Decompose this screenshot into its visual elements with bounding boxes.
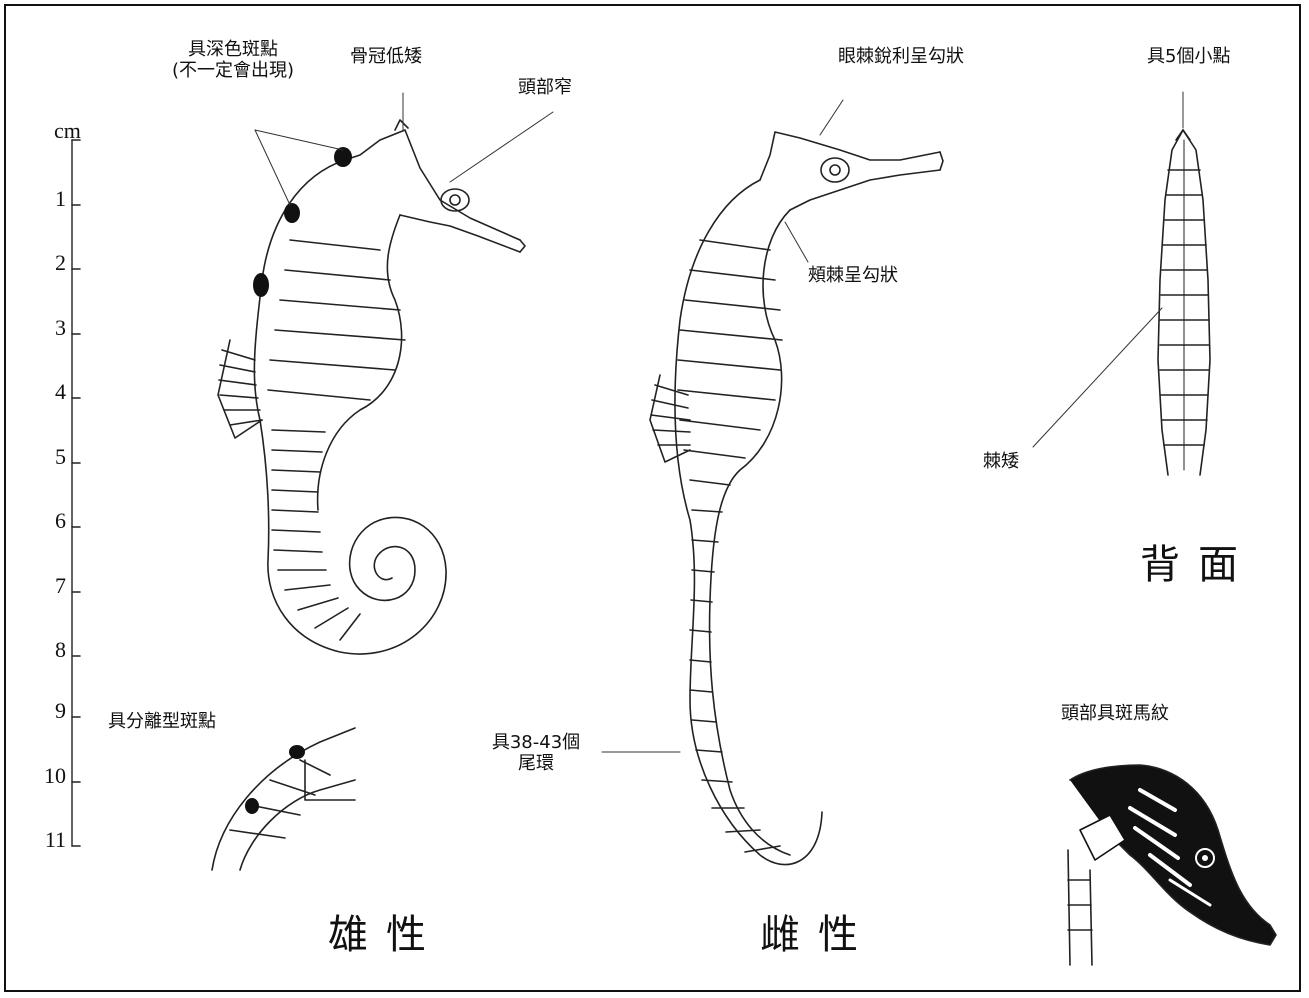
zebra-head-inset-drawing: [1068, 765, 1276, 965]
label-separated-spots: 具分離型斑點: [108, 712, 216, 733]
male-spots-inset-drawing: [212, 728, 355, 870]
scale-bar: [72, 140, 80, 846]
scale-tick-7: 7: [28, 573, 66, 599]
scale-tick-11: 11: [28, 827, 66, 853]
label-tail-rings-line2: 尾環: [476, 754, 596, 775]
scale-unit: cm: [54, 118, 81, 143]
label-zebra-head: 頭部具斑馬紋: [1061, 704, 1169, 725]
dorsal-view-drawing: [1158, 130, 1210, 475]
label-dark-spots-line2: (不一定會出現): [148, 61, 318, 82]
label-narrow-head: 頭部窄: [518, 78, 572, 99]
scale-tick-2: 2: [28, 250, 66, 276]
label-five-dots: 具5個小點: [1147, 47, 1230, 68]
leader-lines: [255, 92, 1183, 752]
label-tail-rings: 具38-43個 尾環: [476, 733, 596, 774]
title-dorsal: 背面: [1140, 532, 1256, 590]
scale-tick-6: 6: [28, 508, 66, 534]
label-cheek-spine: 頰棘呈勾狀: [808, 266, 898, 287]
label-short-spines: 棘矮: [983, 452, 1019, 473]
title-female: 雌性: [760, 902, 876, 960]
scale-tick-4: 4: [28, 379, 66, 405]
label-dark-spots-line1: 具深色斑點: [148, 40, 318, 61]
male-seahorse-drawing: [218, 120, 525, 654]
scale-tick-9: 9: [28, 698, 66, 724]
title-male: 雄性: [328, 902, 444, 960]
scale-tick-1: 1: [28, 186, 66, 212]
scale-tick-10: 10: [28, 763, 66, 789]
label-low-crest: 骨冠低矮: [350, 47, 422, 68]
label-dark-spots: 具深色斑點 (不一定會出現): [148, 40, 318, 81]
scale-tick-5: 5: [28, 444, 66, 470]
scale-tick-3: 3: [28, 315, 66, 341]
scale-tick-8: 8: [28, 637, 66, 663]
label-eye-spine: 眼棘銳利呈勾狀: [838, 47, 964, 68]
label-tail-rings-line1: 具38-43個: [476, 733, 596, 754]
